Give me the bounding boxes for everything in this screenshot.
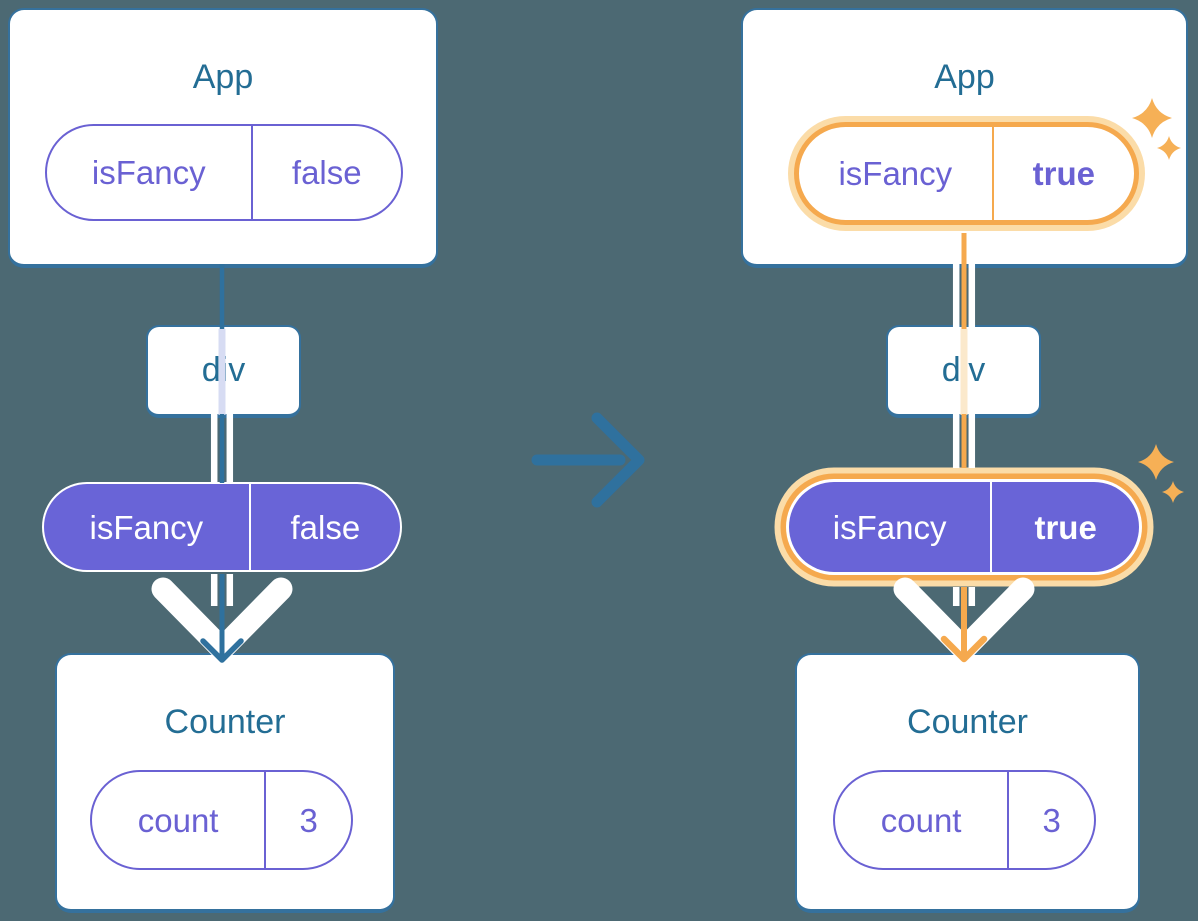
prop-flow-chevron-right xyxy=(893,577,1035,661)
right-arrow-icon xyxy=(531,412,645,508)
counter-state-pill-right: count 3 xyxy=(833,770,1096,870)
sparkle-group-pill xyxy=(1138,444,1184,503)
counter-title-left: Counter xyxy=(164,703,286,741)
app-state-pill-right-highlighted: isFancy true xyxy=(794,122,1139,225)
state-key: count xyxy=(880,801,962,839)
state-value: true xyxy=(991,127,1134,220)
state-key: isFancy xyxy=(91,154,206,191)
right-tree-connectors xyxy=(893,233,1035,663)
prop-value: true xyxy=(990,482,1139,572)
state-key: count xyxy=(137,801,219,839)
state-key: isFancy xyxy=(838,155,953,192)
four-point-star-icon xyxy=(1138,444,1174,480)
state-value: 3 xyxy=(264,772,351,868)
div-component-box-left: div xyxy=(146,325,301,418)
state-value: false xyxy=(250,126,401,219)
left-tree-connectors xyxy=(151,264,293,663)
prop-value: false xyxy=(248,484,400,570)
prop-pill-right-highlighted: isFancy true xyxy=(789,482,1139,572)
four-point-star-icon xyxy=(1162,481,1184,503)
div-component-box-right: div xyxy=(886,325,1041,418)
counter-title-right: Counter xyxy=(907,703,1028,741)
arrow-head xyxy=(591,412,645,508)
div-title-left: div xyxy=(201,351,246,389)
state-value: 3 xyxy=(1007,772,1094,868)
app-state-pill-left: isFancy false xyxy=(45,124,403,221)
prop-key: isFancy xyxy=(89,508,204,546)
app-title-left: App xyxy=(192,58,254,96)
prop-pill-left: isFancy false xyxy=(42,482,402,572)
div-title-right: div xyxy=(941,351,986,389)
prop-flow-chevron-left xyxy=(151,577,293,661)
prop-key: isFancy xyxy=(832,508,947,546)
app-title-right: App xyxy=(934,58,995,96)
counter-state-pill-left: count 3 xyxy=(90,770,353,870)
